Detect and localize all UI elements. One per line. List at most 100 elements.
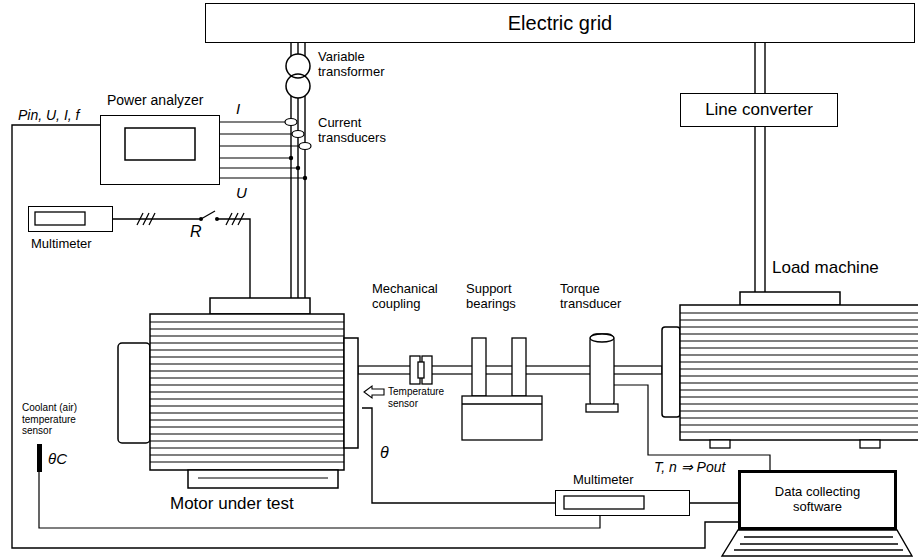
load-machine-drawing	[680, 333, 918, 334]
motor-under-test-drawing	[150, 322, 344, 462]
power-analyzer-drawing	[101, 116, 219, 184]
measurement-wires	[220, 167, 298, 168]
motor-under-test-drawing	[150, 412, 344, 413]
motor-under-test-drawing	[150, 433, 344, 434]
motor-under-test-drawing	[150, 377, 344, 378]
signal-label: T, n ⇒ Pout	[654, 459, 725, 475]
signal-wire	[755, 43, 756, 93]
node-label: Electric grid	[508, 12, 612, 35]
measurement-wires	[220, 177, 305, 178]
load-machine-drawing	[680, 382, 918, 383]
node-label: Motor under test	[170, 494, 294, 514]
coolant-sensor	[37, 444, 42, 472]
laptop-keyboard	[722, 530, 912, 556]
load-machine-drawing	[660, 292, 918, 448]
part-label: Mechanical coupling	[372, 282, 456, 312]
supply-lines	[764, 127, 765, 292]
temperature-sensor-arrow	[364, 386, 384, 398]
supply-lines	[764, 43, 765, 93]
measurement-wires	[220, 145, 299, 146]
support-bearings	[462, 338, 542, 440]
part-label: Temperature sensor	[388, 386, 452, 409]
measurement-wires	[220, 133, 292, 134]
shaft	[358, 366, 662, 374]
resistance-switch	[149, 213, 155, 225]
measurement-wires	[220, 122, 305, 178]
motor-under-test-drawing	[210, 298, 310, 314]
signal-label: θ	[380, 444, 389, 462]
load-machine-drawing	[680, 354, 918, 355]
support-bearings	[462, 396, 542, 440]
mechanical-coupling	[410, 356, 432, 384]
motor-under-test-drawing	[150, 405, 344, 406]
load-machine-drawing	[740, 292, 840, 305]
motor-under-test-drawing	[150, 328, 344, 329]
node-label: Data collecting software	[758, 485, 878, 515]
mechanical-coupling	[418, 362, 424, 378]
node-label: Multimeter	[31, 237, 92, 252]
temperature-sensor-arrow	[364, 386, 384, 398]
motor-under-test-drawing	[150, 321, 344, 322]
load-machine-drawing	[680, 417, 918, 418]
motor-under-test-drawing	[150, 349, 344, 350]
load-machine-drawing	[680, 312, 918, 313]
load-machine-drawing	[680, 424, 918, 425]
grid-band: Electric grid	[205, 3, 915, 43]
motor-under-test-drawing	[150, 384, 344, 385]
variable-transformer	[286, 74, 310, 98]
signal-wire	[12, 125, 738, 548]
power-analyzer: Power analyzer	[100, 115, 220, 185]
load-machine-drawing	[680, 396, 918, 397]
motor-under-test-drawing	[150, 419, 344, 420]
motor-under-test-drawing	[150, 370, 344, 371]
load-machine-drawing	[680, 347, 918, 348]
load-machine-drawing	[680, 305, 918, 440]
signal-label: R	[190, 223, 202, 241]
multimeter-drawing	[29, 207, 112, 231]
load-machine-drawing	[662, 327, 680, 417]
node-label: Load machine	[772, 258, 879, 278]
signal-wire	[113, 219, 250, 298]
torque-transducer	[586, 334, 618, 412]
laptop-keyboard	[740, 543, 898, 544]
laptop-keyboard	[744, 536, 893, 537]
measurement-wires	[220, 121, 285, 122]
motor-under-test-drawing	[150, 391, 344, 392]
resistance-switch	[137, 213, 143, 225]
torque-transducer	[590, 334, 614, 342]
motor-under-test-drawing	[150, 454, 344, 455]
power-analyzer-drawing	[125, 128, 195, 160]
part-label: Variable transformer	[318, 50, 398, 80]
torque-transducer	[586, 404, 618, 412]
motor-under-test-drawing	[150, 447, 344, 448]
load-machine-drawing	[680, 403, 918, 404]
load-machine: Load machine	[660, 292, 918, 448]
voltage-tap	[303, 176, 307, 180]
signal-wire	[755, 127, 756, 292]
signal-wire	[754, 43, 755, 93]
part-label: Support bearings	[466, 282, 538, 312]
support-bearings	[472, 338, 486, 396]
load-machine-drawing	[680, 431, 918, 432]
load-machine-drawing	[680, 375, 918, 376]
voltage-tap	[289, 156, 293, 160]
resistance-switch	[238, 213, 244, 225]
motor-under-test-drawing	[150, 461, 344, 462]
resistance-switch	[232, 213, 238, 225]
variable-transformer	[286, 54, 310, 98]
signal-wire	[12, 125, 738, 548]
laptop-keyboard	[722, 530, 912, 556]
signal-wire	[690, 503, 738, 504]
voltage-tap	[289, 156, 307, 180]
support-bearings	[512, 338, 526, 396]
signal-label: I	[236, 100, 240, 117]
signal-wire	[113, 219, 250, 298]
torque-transducer	[590, 334, 614, 408]
resistance-switch	[143, 213, 149, 225]
signal-wire	[690, 502, 738, 503]
part-label: Current transducers	[318, 116, 400, 146]
load-machine-drawing	[680, 313, 918, 432]
current-transducer	[292, 131, 304, 138]
load-machine-drawing	[680, 319, 918, 320]
